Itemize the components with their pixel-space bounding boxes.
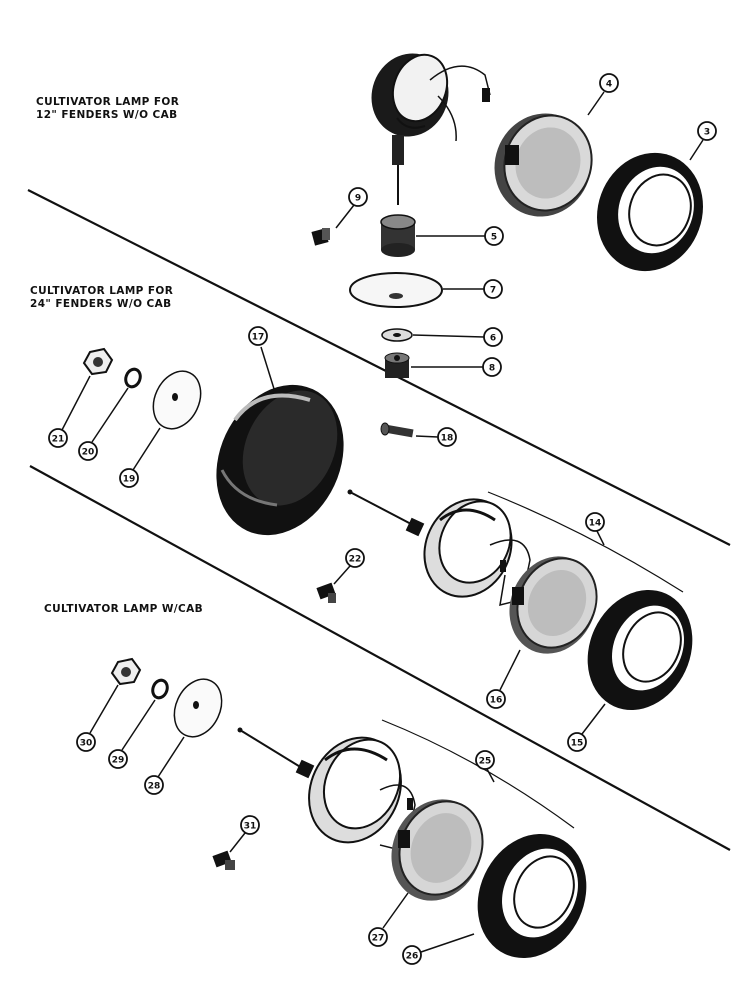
section-divider-upper: [27, 189, 731, 546]
nut-30: [110, 657, 142, 686]
section-title-12in-line2: 12" FENDERS W/O CAB: [36, 109, 178, 121]
callout-6-label: 6: [490, 334, 496, 344]
callout-8: 8: [411, 357, 502, 377]
sealed-beam-lens-27: [391, 799, 484, 901]
section-title-12in: CULTIVATOR LAMP FOR 12" FENDERS W/O CAB: [36, 96, 179, 122]
callout-29-label: 29: [112, 756, 125, 766]
callout-21: 21: [48, 375, 91, 448]
section-title-12in-line1: CULTIVATOR LAMP FOR: [36, 96, 180, 108]
callout-8-label: 8: [489, 364, 495, 374]
lamp-housing-17: [216, 384, 344, 536]
callout-25: 25: [475, 750, 495, 783]
assembly-bracket-14: [487, 491, 684, 593]
callout-30-label: 30: [80, 739, 93, 749]
mounting-clip-31: [212, 850, 235, 870]
callout-20-label: 20: [82, 448, 95, 458]
lock-washer-29: [151, 678, 169, 700]
callout-16-label: 16: [490, 696, 503, 706]
lamp-stud-rod: [347, 489, 425, 537]
callout-20: 20: [78, 387, 129, 461]
callout-21-label: 21: [52, 435, 65, 445]
section-divider-lower: [29, 465, 731, 851]
callout-5-label: 5: [491, 233, 497, 243]
section-title-24in-line2: 24" FENDERS W/O CAB: [30, 298, 172, 310]
callout-28-label: 28: [148, 782, 161, 792]
callout-25-label: 25: [479, 757, 492, 767]
callout-14-label: 14: [589, 519, 602, 529]
callout-22-label: 22: [349, 555, 362, 565]
flat-washer-28: [173, 678, 223, 738]
lamp-housing-small: [371, 53, 491, 205]
callout-15-label: 15: [571, 739, 584, 749]
callout-19: 19: [119, 427, 161, 488]
callout-14: 14: [585, 512, 605, 546]
callout-9-label: 9: [355, 194, 361, 204]
section-title-24in-line1: CULTIVATOR LAMP FOR: [30, 285, 174, 297]
callout-4: 4: [587, 73, 619, 116]
callout-31: 31: [229, 815, 260, 853]
callout-16: 16: [486, 649, 521, 709]
washer-6: [381, 328, 413, 342]
callout-7: 7: [443, 279, 503, 299]
mounting-clip-9: [311, 228, 330, 246]
callout-3-label: 3: [704, 128, 710, 138]
callout-15: 15: [567, 703, 606, 752]
callout-6: 6: [412, 327, 503, 347]
lamp-housing-25: [308, 736, 416, 851]
callout-19-label: 19: [123, 475, 136, 485]
callout-22: 22: [333, 548, 365, 585]
callout-28: 28: [144, 736, 185, 795]
callout-26-label: 26: [406, 952, 419, 962]
mounting-clip-22: [316, 582, 336, 603]
large-washer-7: [349, 272, 443, 308]
callout-26: 26: [402, 933, 475, 965]
section-title-24in: CULTIVATOR LAMP FOR 24" FENDERS W/O CAB: [30, 285, 173, 311]
callout-31-label: 31: [244, 822, 257, 832]
callout-27: 27: [368, 892, 409, 947]
nut-8: [384, 352, 410, 378]
callout-29: 29: [108, 699, 156, 769]
retaining-ring-15: [587, 589, 693, 711]
lamp-housing-14: [423, 498, 531, 607]
sealed-beam-lens-4: [494, 113, 593, 217]
screw-18: [380, 422, 414, 438]
callout-27-label: 27: [372, 934, 385, 944]
lock-washer-20: [124, 367, 142, 389]
assembly-bracket-25: [381, 719, 575, 829]
lamp-stud-rod-cab: [237, 727, 315, 779]
nut-21: [82, 347, 114, 376]
callout-5: 5: [416, 226, 504, 246]
callout-17: 17: [248, 326, 276, 393]
retaining-ring-3: [597, 152, 703, 272]
section-title-cab-line1: CULTIVATOR LAMP W/CAB: [44, 603, 204, 615]
callout-17-label: 17: [252, 333, 265, 343]
spacer-5: [380, 214, 416, 257]
callout-4-label: 4: [606, 80, 612, 90]
callout-30: 30: [76, 684, 119, 752]
callout-3: 3: [689, 121, 717, 161]
retaining-ring-26: [477, 833, 587, 959]
callout-7-label: 7: [490, 286, 496, 296]
section-title-cab: CULTIVATOR LAMP W/CAB: [44, 603, 203, 616]
callout-18: 18: [415, 427, 457, 447]
flat-washer-19: [152, 370, 202, 430]
sealed-beam-lens-16: [509, 556, 598, 654]
callout-9: 9: [335, 187, 368, 229]
callout-18-label: 18: [441, 434, 454, 444]
